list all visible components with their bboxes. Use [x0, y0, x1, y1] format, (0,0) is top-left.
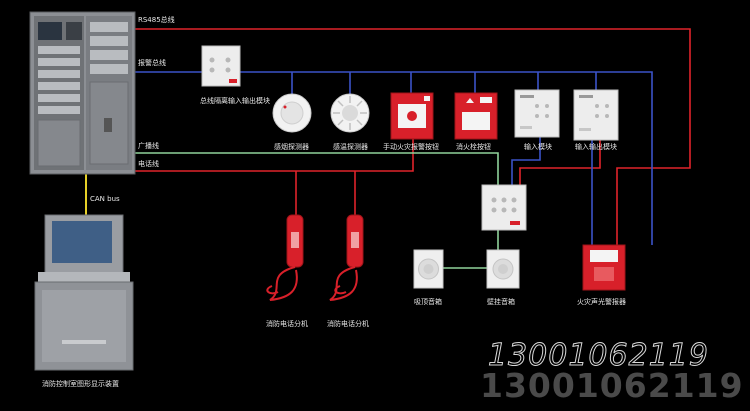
input-module-label: 输入模块	[524, 143, 552, 151]
wall-speaker-label: 壁挂音箱	[487, 298, 515, 306]
can-bus-label: CAN bus	[90, 195, 120, 203]
hydrant-button-label: 消火栓按钮	[456, 143, 491, 151]
wall-speaker[interactable]	[486, 249, 520, 289]
fire-phone-2-label: 消防电话分机	[327, 320, 369, 328]
hydrant-button[interactable]	[454, 92, 498, 140]
alarm-bus-label: 报警总线	[138, 59, 166, 67]
rs485-bus-label: RS485总线	[138, 16, 175, 24]
broadcast-line-label: 广播线	[138, 142, 159, 150]
broadcast-module[interactable]	[481, 184, 527, 231]
wiring	[85, 28, 691, 269]
isolation-io-module[interactable]	[201, 45, 241, 87]
controller-modules	[38, 22, 128, 114]
phone-line-label: 电话线	[138, 160, 159, 168]
blue-module-link	[511, 137, 541, 185]
heat-detector[interactable]	[330, 93, 370, 133]
display-terminal-label: 消防控制室图形显示装置	[42, 380, 119, 388]
isolation-module-label: 总线隔离输入输出模块	[200, 97, 270, 105]
heat-detector-label: 感温探测器	[333, 143, 368, 151]
sound-light-alarm-label: 火灾声光警报器	[577, 298, 626, 306]
io-module[interactable]	[573, 89, 619, 141]
fire-alarm-controller[interactable]	[29, 11, 136, 175]
sound-light-alarm[interactable]	[582, 244, 626, 291]
blue-alarm-bus	[135, 71, 653, 245]
io-module-label: 输入输出模块	[575, 143, 617, 151]
red-module-link	[519, 120, 601, 185]
fire-phone-1[interactable]	[266, 214, 304, 301]
manual-alarm-button[interactable]	[390, 92, 434, 140]
ceiling-speaker[interactable]	[413, 249, 444, 289]
fire-phone-2[interactable]	[329, 214, 364, 301]
fire-phone-1-label: 消防电话分机	[266, 320, 308, 328]
ceiling-speaker-label: 吸顶音箱	[414, 298, 442, 306]
graphic-display-terminal[interactable]	[34, 214, 134, 371]
phone-number-outline: 13001062119	[488, 338, 709, 374]
red-bus-line	[135, 28, 691, 245]
green-broadcast-line	[135, 152, 499, 185]
manual-button-label: 手动火灾报警按钮	[383, 143, 439, 151]
smoke-detector[interactable]	[272, 93, 312, 133]
input-module[interactable]	[514, 89, 560, 138]
smoke-detector-label: 感烟探测器	[274, 143, 309, 151]
phone-number-watermark: 13001062119	[480, 366, 744, 405]
